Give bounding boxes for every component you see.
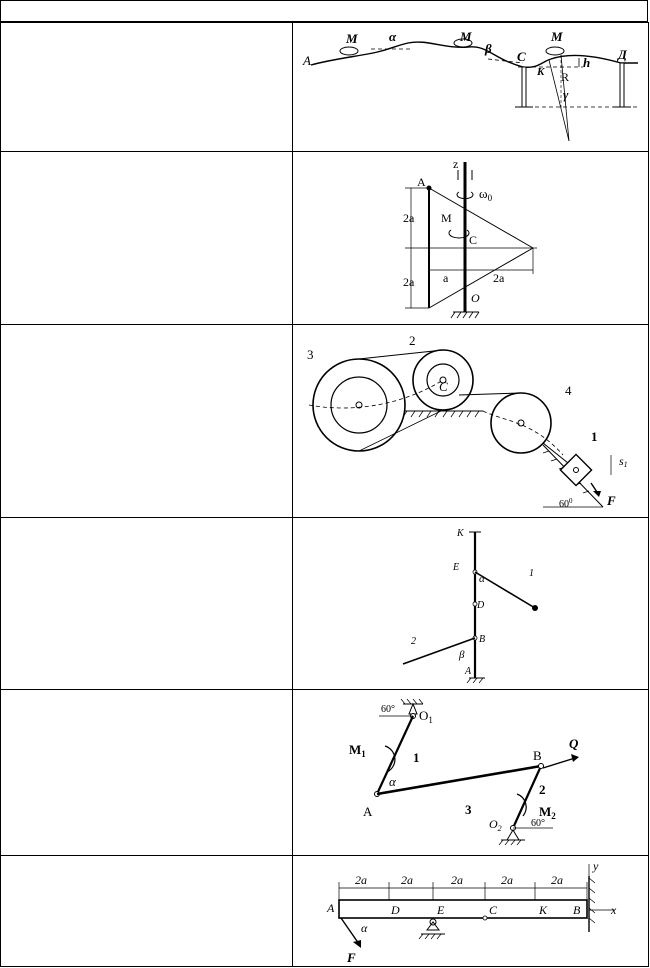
task-figure-cell-1: A M α M β C M Д K R h γ [292,22,649,152]
segment-2-label: 2a [401,873,413,887]
car-M-label-1: M [345,31,358,46]
header-row [0,0,648,22]
support-O1-label: O1 [419,708,433,725]
point-E-label: E [452,562,459,573]
pulley-system-figure: 3 2 C 4 1 s1 600 F [307,333,628,510]
task-text-cell-1 [0,22,293,152]
rotating-plate-figure: z ω0 A M C O 2a 2a a 2a [403,157,537,319]
mechanism-figure: 60° O1 M1 1 α A 3 B Q 2 M2 O2 60° [349,698,579,846]
point-O-label: O [471,291,480,305]
point-C-label: C [489,903,498,917]
point-D-label: D [390,903,400,917]
axis-x-label: x [610,903,617,917]
segment-5-label: 2a [551,873,563,887]
block-1-label: 1 [591,429,598,444]
task-figure-cell-4: K E α 1 D B 2 β A [292,517,649,690]
rod-3-label: 3 [465,802,472,817]
task-row-4: K E α 1 D B 2 β A [0,517,650,690]
task-text-cell-2 [0,151,293,325]
angle-60-top-label: 60° [381,704,395,715]
point-D-label: Д [617,47,628,62]
radius-R-label: R [561,70,569,84]
joint-B-label: B [533,748,542,763]
task-text-cell-5 [0,689,293,856]
segment-1-label: 2a [355,873,367,887]
dim-2a-right-label: 2a [493,271,505,285]
rod-2-label: 2 [411,636,416,647]
angle-gamma-label: γ [563,87,569,102]
dim-a-label: a [443,271,449,285]
point-A-label: A [464,666,472,677]
s1-label: s1 [619,454,628,469]
force-F-label: F [606,493,616,508]
car-M-label-3: M [550,29,563,44]
task-figure-cell-6: 2a 2a 2a 2a 2a y x A D E C K B α F [292,855,649,967]
task-text-cell-6 [0,855,293,967]
task-text-cell-4 [0,517,293,690]
point-D-label: D [476,600,485,611]
task-row-2: z ω0 A M C O 2a 2a a 2a [0,151,650,325]
point-K-label: K [536,66,545,78]
task-figure-cell-3: 3 2 C 4 1 s1 600 F [292,324,649,518]
task-row-6: 2a 2a 2a 2a 2a y x A D E C K B α F [0,855,650,967]
task-figure-cell-2: z ω0 A M C O 2a 2a a 2a [292,151,649,325]
hinged-rods-figure: K E α 1 D B 2 β A [402,528,538,684]
angle-alpha-label: α [389,29,397,44]
axis-z-label: z [453,157,458,171]
joint-A-label: A [363,804,373,819]
angle-60-label: 600 [559,497,573,510]
angle-60-bottom-label: 60° [531,818,545,829]
moment-M2-label: M2 [539,804,556,821]
task-row-3: 3 2 C 4 1 s1 600 F [0,324,650,518]
axis-y-label: y [592,859,599,873]
car-M-label-2: M [459,29,472,44]
point-C-label: C [469,233,477,247]
point-K-label: K [538,903,548,917]
task-figure-cell-5: 60° O1 M1 1 α A 3 B Q 2 M2 O2 60° [292,689,649,856]
pulley-3-label: 3 [307,347,314,362]
task-row-1: A M α M β C M Д K R h γ [0,22,650,152]
point-A-label: A [326,901,335,915]
point-B-label: B [573,903,581,917]
road-profile-figure: A M α M β C M Д K R h γ [302,29,638,142]
rod-1-label: 1 [413,750,420,765]
height-h-label: h [583,55,590,70]
moment-M-label: M [441,211,452,225]
beam-figure: 2a 2a 2a 2a 2a y x A D E C K B α F [326,859,617,965]
angle-alpha-label: α [389,774,397,789]
dim-2a-bottom-label: 2a [403,275,415,289]
segment-4-label: 2a [501,873,513,887]
point-K-label: K [456,528,465,539]
moment-M1-label: M1 [349,742,366,759]
pulley-2-label: 2 [409,333,416,348]
task-row-5: 60° O1 M1 1 α A 3 B Q 2 M2 O2 60° [0,689,650,856]
angle-beta-label: β [484,41,492,56]
force-Q-label: Q [569,736,579,751]
task-text-cell-3 [0,324,293,518]
omega-label: ω0 [479,186,493,203]
force-F-label: F [346,950,356,965]
dim-2a-top-label: 2a [403,211,415,225]
rod-1-label: 1 [529,568,534,579]
support-O2-label: O2 [489,817,502,833]
point-A-label: A [302,53,311,68]
angle-beta-label: β [458,649,465,661]
point-A-label: A [417,175,426,189]
pulley-4-label: 4 [565,383,572,398]
segment-3-label: 2a [451,873,463,887]
angle-alpha-label: α [479,573,485,585]
rod-2-label: 2 [539,782,546,797]
point-C-label: C [517,49,526,64]
point-C-label: C [439,379,448,394]
point-B-label: B [479,634,485,645]
point-E-label: E [436,903,445,917]
angle-alpha-label: α [361,921,368,935]
